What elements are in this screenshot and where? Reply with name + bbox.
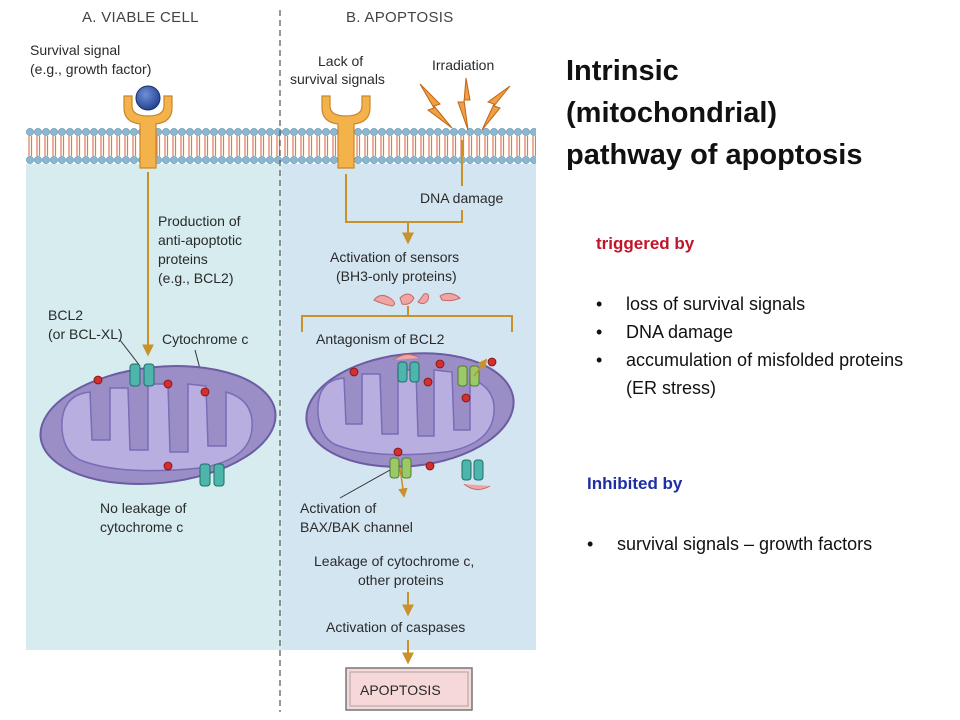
inhibited-list: survival signals – growth factors	[587, 530, 947, 558]
cytochrome-c-dots	[349, 357, 497, 471]
bcl2-pointer	[119, 339, 141, 367]
no-leakage-label: No leakage of cytochrome c	[100, 500, 190, 535]
dna-damage-label: DNA damage	[420, 190, 503, 206]
bcl2-protein-icon	[461, 459, 491, 490]
bcl2-label: BCL2 (or BCL-XL)	[48, 307, 123, 342]
title-line: pathway of apoptosis	[566, 139, 863, 171]
growth-factor-receptor	[123, 95, 173, 169]
apoptosis-diagram: A. VIABLE CELL B. APOPTOSIS Survival sig…	[26, 9, 536, 712]
sensors-label: Activation of sensors (BH3-only proteins…	[330, 249, 463, 284]
bax-pointer	[339, 469, 391, 499]
caspases-label: Activation of caspases	[326, 619, 465, 635]
panel-a-header: A. VIABLE CELL	[82, 9, 199, 26]
sensor-merge-line	[345, 174, 463, 223]
growth-factor-ligand-icon	[135, 85, 161, 111]
antagonism-bracket	[301, 306, 513, 332]
lack-signals-label: Lack of survival signals	[290, 53, 385, 87]
slide-title: Intrinsic (mitochondrial) pathway of apo…	[566, 50, 946, 176]
irradiation-label: Irradiation	[432, 57, 494, 73]
bh3-protein-icon	[373, 292, 461, 307]
panel-b-header: B. APOPTOSIS	[346, 9, 454, 26]
triggered-heading: triggered by	[596, 234, 695, 253]
inhibited-heading: Inhibited by	[587, 474, 683, 493]
bcl2-protein-icon	[393, 354, 421, 383]
list-item: DNA damage	[596, 318, 926, 346]
cytochrome-label: Cytochrome c	[162, 331, 248, 347]
irradiation-bolt-icon	[419, 77, 511, 131]
empty-receptor	[321, 95, 371, 169]
title-line: Intrinsic	[566, 55, 679, 87]
apoptosis-box-label: APOPTOSIS	[360, 682, 441, 698]
title-line: (mitochondrial)	[566, 97, 778, 129]
leakage-label: Leakage of cytochrome c, other proteins	[314, 553, 478, 588]
bax-bak-label: Activation of BAX/BAK channel	[300, 500, 413, 535]
triggered-list: loss of survival signals DNA damage accu…	[596, 290, 926, 402]
bcl2-protein-icon	[129, 363, 155, 387]
bax-bak-channel-icon	[389, 457, 412, 498]
antagonism-label: Antagonism of BCL2	[316, 331, 445, 347]
bcl2-protein-icon	[199, 463, 225, 487]
apoptosis-box	[345, 667, 473, 711]
mitochondrion-viable	[39, 365, 277, 485]
list-item: accumulation of misfolded proteins (ER s…	[596, 346, 926, 402]
production-label: Production of anti-apoptotic proteins (e…	[158, 213, 246, 286]
list-item: loss of survival signals	[596, 290, 926, 318]
cytochrome-c-dots	[93, 375, 210, 471]
bax-bak-channel-icon	[457, 358, 488, 387]
survival-signal-label: Survival signal (e.g., growth factor)	[30, 42, 151, 77]
cell-membrane	[26, 128, 536, 164]
list-item: survival signals – growth factors	[587, 530, 947, 558]
